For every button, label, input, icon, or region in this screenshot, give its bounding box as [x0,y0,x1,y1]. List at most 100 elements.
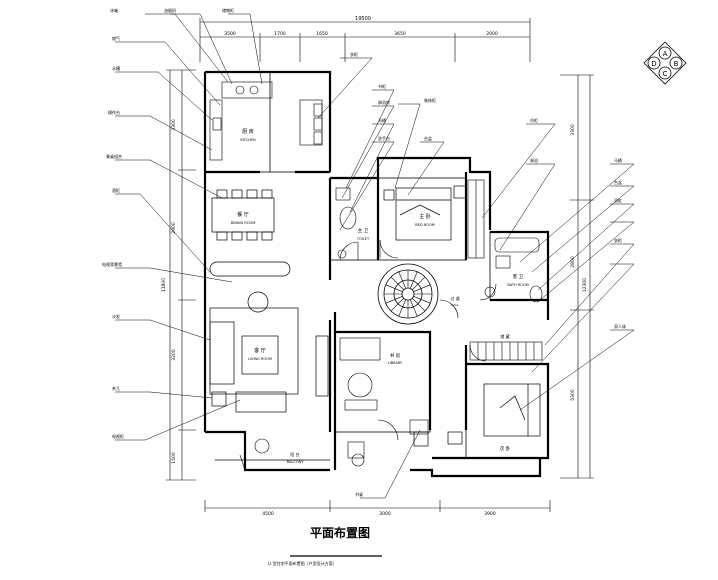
dim-right-3: 5300 [570,389,576,401]
dim-right-1: 3300 [570,124,576,136]
left-dimensions [166,69,196,481]
note-right-5: 浴缸 [614,197,622,203]
note-right-6: 衣柜 [614,237,622,243]
dining-table [209,189,291,277]
room-master-bedroom-en: BED ROOM [415,223,434,227]
note-top-3: 衣柜 [350,51,358,57]
note-left-9: 茶几 [112,385,120,391]
note-top-8: 装饰柜 [424,97,436,103]
dim-bottom-1: 4500 [262,511,274,517]
dim-top-2: 1700 [274,31,286,37]
room-study-cn: 书 房 [390,352,401,359]
note-right-1: 吊柜 [530,117,538,123]
room-balcony-en: BALCONY [287,460,305,464]
note-top-1: 油烟机 [164,7,176,13]
room-storage-cn: 储 藏 [500,333,509,339]
rosette-spokes [384,270,432,318]
leader-lines [115,13,635,499]
master-bed [383,185,467,241]
note-left-7: 电视背景墙 [102,261,122,267]
room-balcony-cn: 阳 台 [290,451,299,457]
storage-strip [469,341,543,361]
kitchen-fixtures [209,81,323,161]
note-right-7: 双人床 [614,323,626,329]
room-master-bath-en: TOILET [356,237,370,241]
compass-label-c: C [663,70,668,78]
dim-right-2: 2800 [570,256,576,268]
master-wardrobe [467,179,485,259]
dim-top-4: 3650 [394,31,406,37]
room-living-en: LIVING ROOM [248,357,272,361]
note-left-2: 燃气 [112,35,120,41]
drawing-subtitle: LI 型住宅平面布置图（户型设计方案） [268,561,337,566]
rosette-spoke [410,271,418,289]
room-study-en: LIBRARY [388,361,403,365]
note-top-5: 淋浴房 [378,99,390,105]
note-right-2: 淋浴 [530,157,538,163]
compass-label-b: B [674,60,679,68]
dim-left-2: 2900 [171,222,177,234]
dim-bottom-2: 3000 [379,511,391,517]
note-top-9: 台盆 [424,135,432,141]
rosette-spoke [398,271,406,289]
right-dimensions [560,74,594,479]
note-right-4: 台盆 [614,179,622,185]
rosette-spoke [385,284,403,292]
dim-top-total: 19500 [355,16,371,22]
room-living-cn: 客 厅 [254,347,266,354]
compass-icon [643,41,687,85]
compass-label-d: D [651,60,656,68]
dim-left-total: 11800 [161,278,167,292]
note-bottom-1: 书桌 [355,491,363,497]
note-right-3: 马桶 [614,157,622,163]
dim-left-4: 1500 [171,452,177,464]
room-dining-cn: 餐 厅 [237,211,249,218]
note-left-4: 操作台 [108,109,120,115]
interior-lines [204,71,549,461]
rosette-spoke [390,298,404,312]
note-top-7: 洗手台 [378,135,390,141]
dim-bottom-3: 3900 [484,511,496,517]
room-second-bedroom-cn: 次 卧 [500,445,511,452]
dim-right-total: 12300 [582,278,588,292]
bottom-dimensions [204,500,551,512]
room-master-bedroom-cn: 主 卧 [419,213,431,220]
compass-label-a: A [663,50,668,58]
note-left-1: 冰箱 [110,7,118,13]
note-top-2: 储物柜 [222,7,234,13]
room-kitchen-cn: 厨 房 [242,128,254,135]
room-guest-bath-en: BATH ROOM [507,283,528,287]
living-furniture [209,291,329,413]
note-left-8: 沙发 [112,313,120,319]
rosette-spoke [385,296,403,304]
note-left-5: 餐桌组合 [106,153,122,159]
rosette-spoke [398,299,406,317]
dim-top-5: 2000 [486,31,498,37]
rosette-spoke [412,276,426,290]
room-dining-en: DINING ROOM [231,221,256,225]
study-furniture [339,337,429,459]
room-hall-cn: 过 道 [450,295,459,301]
second-bedroom-furniture [413,383,541,447]
room-master-bath-cn: 主 卫 [358,227,369,234]
dim-top-3: 1650 [316,31,328,37]
guest-bath-fixtures [484,237,543,303]
note-left-3: 水槽 [112,65,120,71]
dim-left-3: 3200 [171,349,177,361]
note-top-6: 马桶 [378,117,386,123]
drawing-title: 平面布置图 [309,526,370,540]
note-left-10: 电视柜 [112,433,124,439]
room-hall-en: HALL [451,303,459,307]
rosette-spoke [410,299,418,317]
note-top-4: 书柜 [378,83,386,89]
rosette-spoke [413,284,431,292]
rosette-spoke [413,296,431,304]
balcony-plants [239,438,365,471]
top-dimensions [199,18,531,62]
room-kitchen-en: KITCHEN [240,138,256,142]
rosette-spoke [390,276,404,290]
rosette-spoke [412,298,426,312]
dim-top-1: 3500 [224,31,236,37]
note-left-6: 酒柜 [112,187,120,193]
